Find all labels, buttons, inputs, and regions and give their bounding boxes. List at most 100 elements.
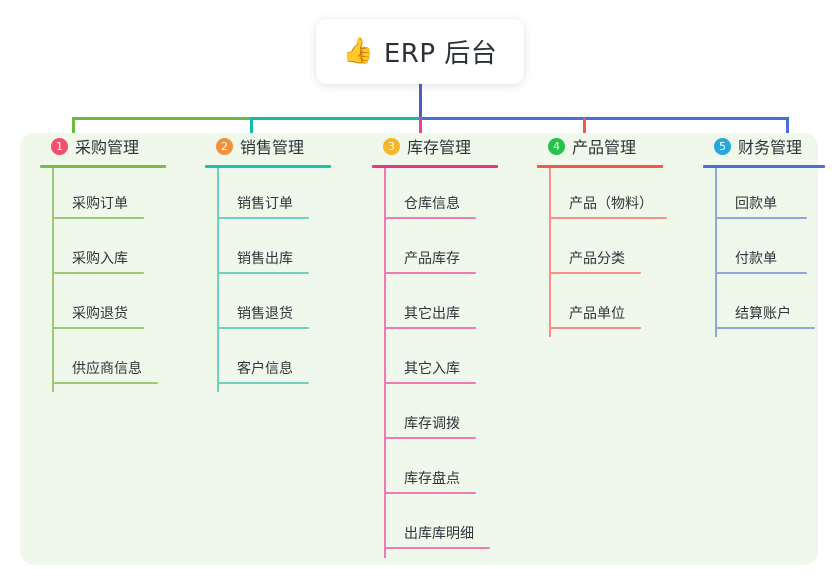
branch-badge-4: 4 (548, 137, 565, 155)
branch-badge-3: 3 (383, 137, 400, 155)
leaf-rule (217, 217, 309, 219)
leaf-rule (384, 217, 476, 219)
list-item[interactable]: 其它入库 (372, 333, 522, 388)
branch-header-3[interactable]: 3 库存管理 (372, 133, 522, 159)
branch-header-2[interactable]: 2 销售管理 (205, 133, 351, 159)
leaf-label: 采购退货 (72, 306, 128, 322)
leaf-label: 客户信息 (237, 361, 293, 377)
leaf-rule (384, 272, 476, 274)
branch-rule-3 (372, 165, 498, 168)
drop-connector-5 (786, 117, 789, 143)
list-item[interactable]: 库存调拨 (372, 388, 522, 443)
root-stem-connector (419, 84, 422, 119)
list-item[interactable]: 销售退货 (205, 278, 351, 333)
branch-items-5: 回款单 付款单 结算账户 (703, 168, 839, 337)
list-item[interactable]: 回款单 (703, 168, 839, 223)
list-item[interactable]: 销售出库 (205, 223, 351, 278)
branch-spine-3 (384, 168, 386, 558)
list-item[interactable]: 出库库明细 (372, 498, 522, 553)
list-item[interactable]: 结算账户 (703, 278, 839, 333)
leaf-rule (715, 327, 815, 329)
branch-title-3: 库存管理 (407, 138, 472, 157)
leaf-label: 库存调拨 (404, 416, 460, 432)
bar-segment-3 (420, 117, 788, 120)
leaf-rule (549, 217, 667, 219)
branch-rule-4 (537, 165, 663, 168)
leaf-rule (384, 547, 490, 549)
branch-header-4[interactable]: 4 产品管理 (537, 133, 697, 159)
list-item[interactable]: 产品库存 (372, 223, 522, 278)
branch-items-4: 产品（物料） 产品分类 产品单位 (537, 168, 697, 337)
leaf-label: 产品（物料） (569, 196, 653, 212)
branch-title-1: 采购管理 (75, 138, 140, 157)
list-item[interactable]: 销售订单 (205, 168, 351, 223)
bar-segment-1 (72, 117, 252, 120)
branch-spine-2 (217, 168, 219, 392)
leaf-label: 供应商信息 (72, 361, 142, 377)
leaf-rule (217, 272, 309, 274)
list-item[interactable]: 采购订单 (40, 168, 186, 223)
leaf-rule (217, 382, 309, 384)
leaf-rule (549, 272, 641, 274)
leaf-label: 产品单位 (569, 306, 625, 322)
leaf-rule (52, 327, 144, 329)
branch-header-1[interactable]: 1 采购管理 (40, 133, 186, 159)
root-node[interactable]: 👍 ERP 后台 (316, 19, 524, 84)
leaf-label: 付款单 (735, 251, 777, 267)
list-item[interactable]: 采购退货 (40, 278, 186, 333)
branch-rule-5 (703, 165, 825, 168)
branch-column-2: 2 销售管理 销售订单 销售出库 销售退货 客户信息 (205, 133, 351, 392)
branch-rule-1 (40, 165, 166, 168)
list-item[interactable]: 产品单位 (537, 278, 697, 333)
branch-title-5: 财务管理 (738, 138, 803, 157)
leaf-label: 产品库存 (404, 251, 460, 267)
leaf-label: 库存盘点 (404, 471, 460, 487)
leaf-label: 结算账户 (735, 306, 791, 322)
branch-title-2: 销售管理 (240, 138, 305, 157)
list-item[interactable]: 产品分类 (537, 223, 697, 278)
branch-column-1: 1 采购管理 采购订单 采购入库 采购退货 供应商信 (40, 133, 186, 392)
leaf-rule (384, 327, 476, 329)
list-item[interactable]: 产品（物料） (537, 168, 697, 223)
leaf-rule (384, 382, 476, 384)
branch-header-5[interactable]: 5 财务管理 (703, 133, 839, 159)
branches-panel: 1 采购管理 采购订单 采购入库 采购退货 供应商信 (20, 133, 825, 565)
list-item[interactable]: 库存盘点 (372, 443, 522, 498)
leaf-label: 回款单 (735, 196, 777, 212)
list-item[interactable]: 采购入库 (40, 223, 186, 278)
leaf-label: 出库库明细 (404, 526, 474, 542)
branch-badge-1: 1 (51, 137, 68, 155)
list-item[interactable]: 仓库信息 (372, 168, 522, 223)
branch-rule-2 (205, 165, 331, 168)
branch-spine-1 (52, 168, 54, 392)
leaf-label: 采购订单 (72, 196, 128, 212)
branch-items-1: 采购订单 采购入库 采购退货 供应商信息 (40, 168, 186, 392)
branch-items-2: 销售订单 销售出库 销售退货 客户信息 (205, 168, 351, 392)
bar-segment-2 (250, 117, 422, 120)
leaf-rule (52, 272, 144, 274)
list-item[interactable]: 客户信息 (205, 333, 351, 388)
leaf-rule (52, 382, 158, 384)
leaf-label: 产品分类 (569, 251, 625, 267)
leaf-rule (384, 492, 476, 494)
drop-connector-3 (419, 117, 422, 143)
branch-badge-5: 5 (714, 137, 731, 155)
drop-connector-1 (72, 117, 75, 143)
list-item[interactable]: 其它出库 (372, 278, 522, 333)
drop-connector-4 (583, 117, 586, 143)
thumbs-up-icon: 👍 (342, 37, 374, 65)
root-title: ERP 后台 (383, 39, 498, 69)
branch-column-5: 5 财务管理 回款单 付款单 结算账户 (703, 133, 839, 337)
leaf-rule (549, 327, 641, 329)
list-item[interactable]: 付款单 (703, 223, 839, 278)
branch-badge-2: 2 (216, 137, 233, 155)
leaf-label: 其它入库 (404, 361, 460, 377)
branch-spine-4 (549, 168, 551, 337)
branch-column-4: 4 产品管理 产品（物料） 产品分类 产品单位 (537, 133, 697, 337)
leaf-label: 采购入库 (72, 251, 128, 267)
leaf-label: 其它出库 (404, 306, 460, 322)
leaf-label: 销售出库 (237, 251, 293, 267)
leaf-label: 仓库信息 (404, 196, 460, 212)
list-item[interactable]: 供应商信息 (40, 333, 186, 388)
leaf-rule (217, 327, 309, 329)
